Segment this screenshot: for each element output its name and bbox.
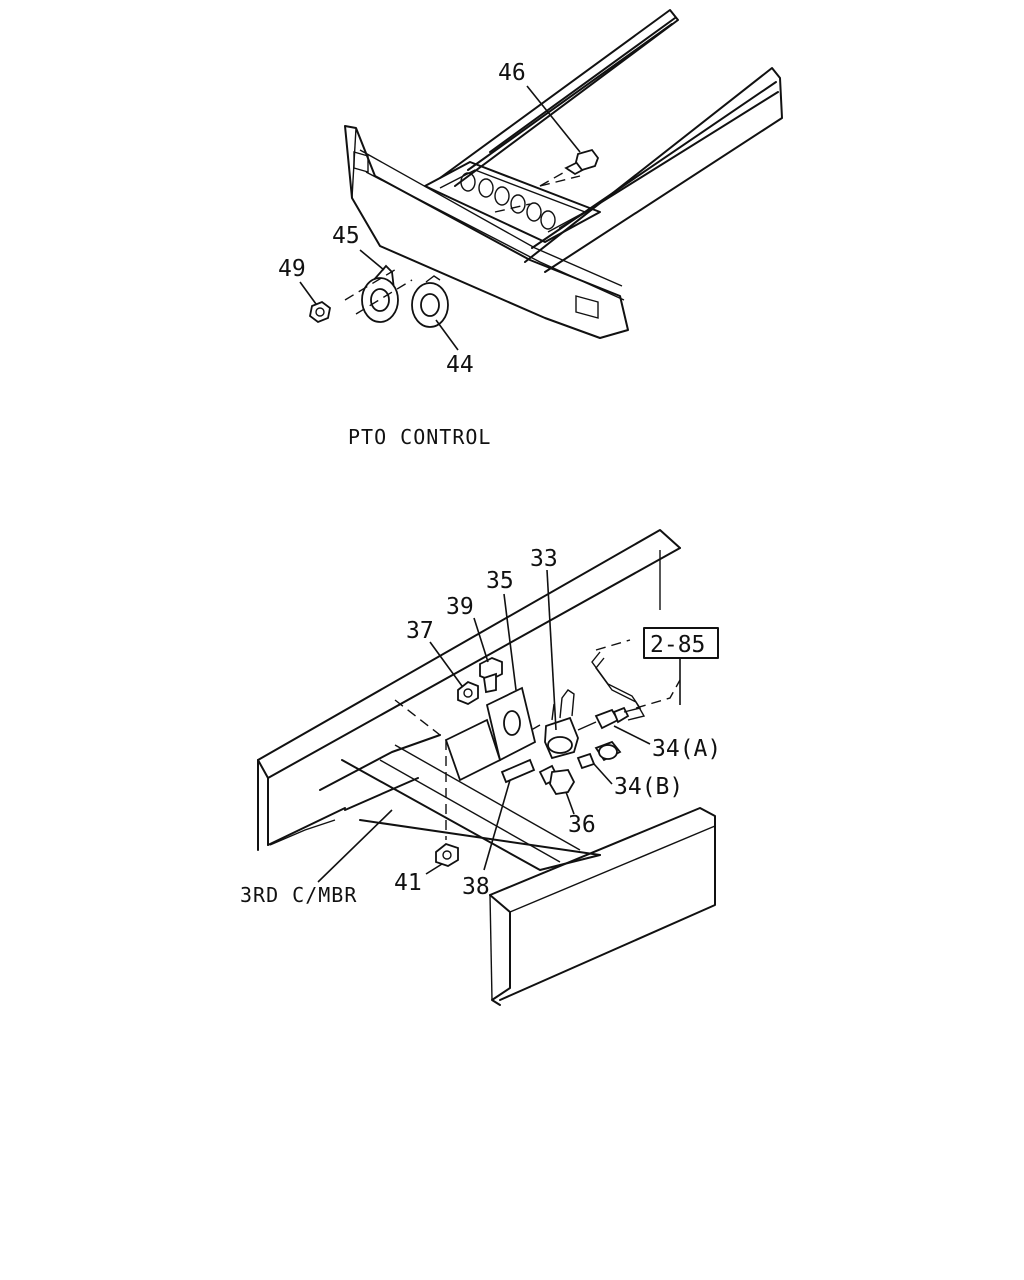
callout-45: 45 bbox=[332, 223, 360, 249]
leader-37 bbox=[429, 641, 463, 687]
leader-44 bbox=[435, 319, 459, 351]
callout-41: 41 bbox=[394, 870, 422, 896]
reference-box-label: 2-85 bbox=[650, 632, 705, 658]
leader-3rd-cmbr bbox=[317, 809, 393, 883]
fitting-36 bbox=[538, 764, 576, 795]
frame-rail-near bbox=[489, 807, 716, 1006]
callout-39: 39 bbox=[446, 594, 474, 620]
callout-46: 46 bbox=[498, 60, 526, 86]
callout-36: 36 bbox=[568, 812, 596, 838]
frame-rail-lower bbox=[257, 529, 681, 851]
member-label: 3RD C/MBR bbox=[240, 883, 357, 907]
callout-34a: 34(A) bbox=[652, 736, 721, 762]
leader-41 bbox=[425, 863, 443, 875]
leader-35 bbox=[503, 593, 517, 691]
nut-37 bbox=[457, 680, 479, 706]
bracket-35 bbox=[444, 686, 537, 840]
section-caption: PTO CONTROL bbox=[348, 425, 491, 449]
leader-33 bbox=[546, 569, 557, 731]
leader-34b bbox=[593, 763, 613, 785]
third-cross-member bbox=[319, 699, 601, 871]
leader-46 bbox=[526, 85, 581, 153]
air-line bbox=[591, 639, 681, 721]
leader-38 bbox=[483, 779, 511, 871]
callout-37: 37 bbox=[406, 618, 434, 644]
plate-38 bbox=[500, 758, 536, 784]
front-bumper bbox=[344, 125, 629, 339]
leader-36 bbox=[565, 791, 575, 815]
callout-35: 35 bbox=[486, 568, 514, 594]
leader-39 bbox=[473, 617, 489, 663]
leader-49 bbox=[299, 281, 317, 305]
leader-45 bbox=[359, 249, 385, 271]
callout-33: 33 bbox=[530, 546, 558, 572]
reference-box: 2-85 bbox=[643, 627, 719, 659]
callout-38: 38 bbox=[462, 874, 490, 900]
bolt-39 bbox=[479, 657, 503, 694]
horn-assembly bbox=[344, 264, 449, 328]
bolt-46 bbox=[539, 148, 600, 187]
callout-49: 49 bbox=[278, 256, 306, 282]
fitting-34a bbox=[594, 706, 630, 730]
fitting-34b bbox=[576, 740, 622, 770]
nut-41 bbox=[435, 842, 459, 867]
upper-assembly: 46 45 49 44 bbox=[278, 9, 783, 378]
callout-34b: 34(B) bbox=[614, 774, 683, 800]
lower-assembly: 2-85 33 35 39 37 34(A) 34(B) 36 41 38 3R… bbox=[240, 529, 721, 1006]
frame-rails-upper bbox=[424, 9, 783, 273]
nut-49 bbox=[309, 300, 331, 324]
leader-34a bbox=[613, 725, 651, 745]
valve-33 bbox=[544, 689, 597, 760]
callout-44: 44 bbox=[446, 352, 474, 378]
